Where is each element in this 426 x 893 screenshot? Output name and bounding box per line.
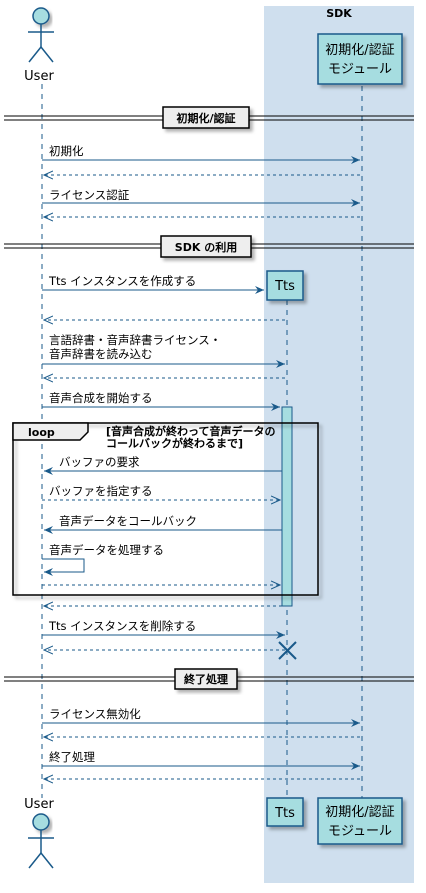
msg-create-tts-label: Tts インスタンスを作成する bbox=[48, 274, 196, 288]
divider-sdk-usage-label: SDK の利用 bbox=[175, 240, 237, 254]
msg-license-invalidate-label: ライセンス無効化 bbox=[49, 707, 141, 721]
auth-label-top-1: 初期化/認証 bbox=[325, 42, 394, 58]
auth-participant-top bbox=[317, 33, 403, 85]
auth-participant-bottom bbox=[317, 797, 403, 845]
tts-participant-bottom bbox=[266, 797, 304, 827]
tts-label-top: Tts bbox=[274, 279, 295, 294]
msg-process-data-arrow bbox=[42, 558, 85, 576]
msg-specify-buffer-label: バッファを指定する bbox=[49, 484, 153, 498]
user-label-top: User bbox=[24, 69, 54, 84]
loop-frame bbox=[12, 422, 319, 596]
divider-sdk-usage bbox=[4, 235, 414, 258]
tts-destroy-x bbox=[278, 641, 297, 660]
tts-label-bottom: Tts bbox=[274, 806, 295, 821]
msg-shutdown-label: 終了処理 bbox=[49, 750, 95, 764]
divider-shutdown bbox=[4, 668, 414, 690]
loop-guard-1: [音声合成が終わって音声データの bbox=[106, 424, 275, 438]
divider-shutdown-label: 終了処理 bbox=[184, 672, 228, 686]
msg-license-auth-label: ライセンス認証 bbox=[49, 188, 130, 202]
sdk-box-title: SDK bbox=[326, 7, 352, 20]
user-actor-bottom bbox=[28, 813, 54, 869]
auth-label-top-2: モジュール bbox=[328, 62, 392, 77]
divider-init-auth bbox=[4, 106, 414, 129]
msg-load-dict-label-2: 音声辞書を読み込む bbox=[49, 347, 153, 361]
tts-activation bbox=[281, 406, 293, 607]
msg-callback-label: 音声データをコールバック bbox=[59, 514, 197, 528]
msg-process-data-label: 音声データを処理する bbox=[49, 543, 164, 557]
msg-load-dict-label-1: 言語辞書・音声辞書ライセンス・ bbox=[49, 333, 221, 347]
divider-init-auth-label: 初期化/認証 bbox=[176, 111, 235, 125]
msg-start-synth-label: 音声合成を開始する bbox=[49, 391, 153, 405]
tts-participant-top bbox=[266, 270, 304, 301]
loop-tab bbox=[12, 422, 89, 441]
user-label-bottom: User bbox=[24, 797, 54, 812]
auth-label-bottom-2: モジュール bbox=[328, 824, 392, 839]
loop-guard-2: コールバックが終わるまで] bbox=[106, 436, 243, 450]
msg-delete-tts-label: Tts インスタンスを削除する bbox=[48, 619, 196, 633]
msg-buffer-request-label: バッファの要求 bbox=[59, 455, 140, 469]
loop-keyword: loop bbox=[28, 426, 55, 439]
auth-label-bottom-1: 初期化/認証 bbox=[325, 804, 394, 820]
user-actor-top bbox=[28, 7, 54, 63]
msg-init-label: 初期化 bbox=[49, 144, 84, 158]
